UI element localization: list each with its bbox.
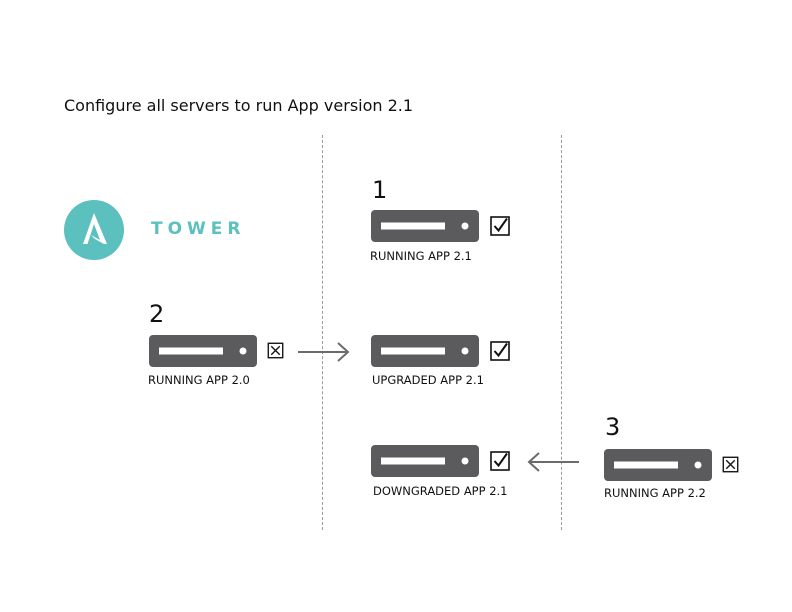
server-label: RUNNING APP 2.2 <box>604 486 706 500</box>
x-box-icon <box>722 456 739 473</box>
server-label: UPGRADED APP 2.1 <box>372 373 484 387</box>
step-number: 2 <box>149 300 165 328</box>
checkmark-icon <box>490 451 510 471</box>
checkmark-icon <box>490 216 510 236</box>
server-label: DOWNGRADED APP 2.1 <box>373 484 508 498</box>
server-icon <box>371 210 479 242</box>
step-number: 3 <box>605 413 621 441</box>
server-icon <box>371 445 479 477</box>
server-label: RUNNING APP 2.1 <box>370 249 472 263</box>
arrow-right-icon <box>298 342 350 362</box>
server-icon <box>371 335 479 367</box>
arrow-left-icon <box>527 452 579 472</box>
server-label: RUNNING APP 2.0 <box>148 373 250 387</box>
ansible-logo-icon <box>64 200 124 260</box>
server-icon <box>149 335 257 367</box>
column-divider-right <box>561 135 562 530</box>
page-title: Configure all servers to run App version… <box>64 96 414 115</box>
column-divider-left <box>322 135 323 530</box>
tower-logo-text: TOWER <box>151 219 246 239</box>
step-number: 1 <box>372 176 388 204</box>
server-icon <box>604 449 712 481</box>
x-box-icon <box>267 342 284 359</box>
checkmark-icon <box>490 341 510 361</box>
